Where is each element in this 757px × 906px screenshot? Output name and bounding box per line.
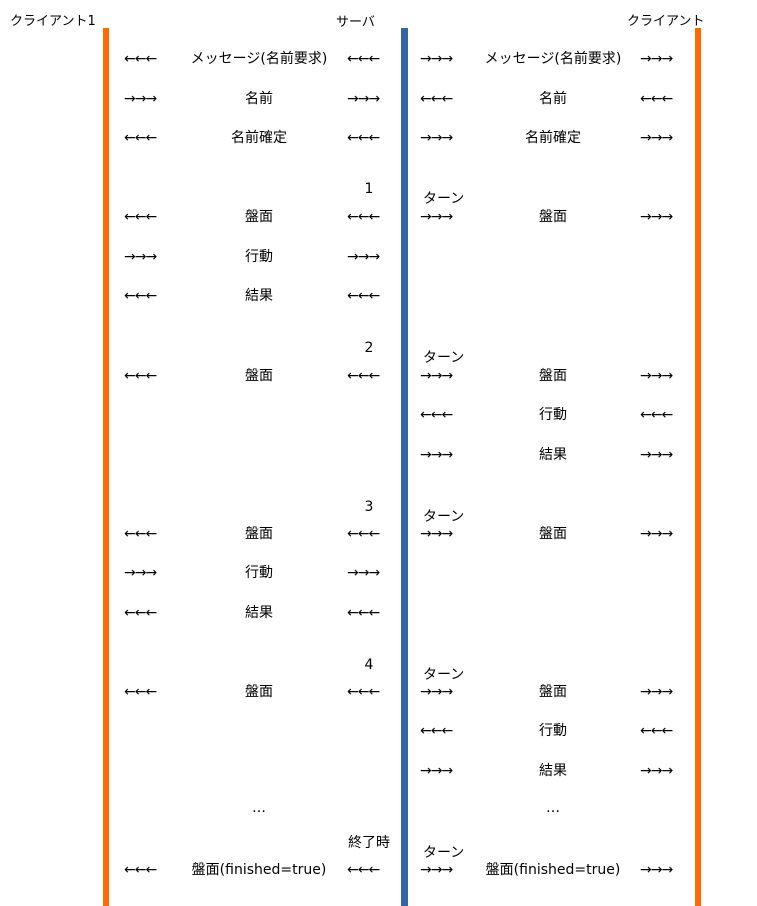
left-arrow-in: →→→ <box>124 91 157 107</box>
left-arrow-in: ←←← <box>124 862 157 878</box>
turn-number: 4 <box>364 657 374 673</box>
left-message: 結果 <box>245 605 273 621</box>
left-arrow-out: →→→ <box>347 249 380 265</box>
right-message: 結果 <box>539 763 567 779</box>
left-arrow-out: ←←← <box>347 368 380 384</box>
left-arrow-in: ←←← <box>124 605 157 621</box>
lane-label-client2: クライアント <box>627 14 705 29</box>
right-message: 盤面(finished=true) <box>485 862 621 878</box>
right-message: 盤面 <box>539 684 567 700</box>
right-arrow-out: ←←← <box>640 723 673 739</box>
left-message: 盤面 <box>245 209 273 225</box>
right-arrow-out: →→→ <box>640 763 673 779</box>
left-message: 盤面 <box>245 526 273 542</box>
left-arrow-in: →→→ <box>124 249 157 265</box>
right-message: 盤面 <box>539 209 567 225</box>
left-message: … <box>252 800 266 816</box>
left-message: 盤面(finished=true) <box>191 862 327 878</box>
turn-number: 1 <box>364 181 374 197</box>
left-arrow-in: ←←← <box>124 130 157 146</box>
right-arrow-in: →→→ <box>420 684 453 700</box>
right-arrow-in: →→→ <box>420 447 453 463</box>
server-lifeline <box>401 28 408 906</box>
left-arrow-out: ←←← <box>347 605 380 621</box>
right-message: 盤面 <box>539 368 567 384</box>
right-arrow-in: →→→ <box>420 763 453 779</box>
left-arrow-in: ←←← <box>124 684 157 700</box>
right-arrow-in: →→→ <box>420 51 453 67</box>
left-arrow-out: ←←← <box>347 862 380 878</box>
right-arrow-in: →→→ <box>420 368 453 384</box>
left-message: 行動 <box>245 249 273 265</box>
turn-number: 2 <box>364 340 374 356</box>
turn-label: ターン <box>423 191 465 207</box>
right-message: 盤面 <box>539 526 567 542</box>
turn-number: 終了時 <box>348 835 390 851</box>
left-arrow-out: →→→ <box>347 565 380 581</box>
left-arrow-out: ←←← <box>347 209 380 225</box>
right-message: 名前確定 <box>525 130 581 146</box>
left-arrow-in: ←←← <box>124 368 157 384</box>
turn-label: ターン <box>423 350 465 366</box>
left-arrow-out: ←←← <box>347 51 380 67</box>
left-message: 名前確定 <box>231 130 287 146</box>
right-arrow-in: →→→ <box>420 209 453 225</box>
right-arrow-out: →→→ <box>640 209 673 225</box>
right-arrow-out: ←←← <box>640 91 673 107</box>
right-arrow-out: →→→ <box>640 526 673 542</box>
left-arrow-out: ←←← <box>347 684 380 700</box>
left-message: 行動 <box>245 565 273 581</box>
left-message: 結果 <box>245 288 273 304</box>
left-arrow-in: ←←← <box>124 526 157 542</box>
lane-label-server: サーバ <box>336 15 375 30</box>
right-arrow-in: →→→ <box>420 862 453 878</box>
left-message: 名前 <box>245 91 273 107</box>
left-message: 盤面 <box>245 368 273 384</box>
right-arrow-out: →→→ <box>640 368 673 384</box>
right-arrow-in: →→→ <box>420 526 453 542</box>
right-message: 行動 <box>539 407 567 423</box>
left-message: 盤面 <box>245 684 273 700</box>
lane-label-client1: クライアント1 <box>10 14 96 29</box>
right-message: メッセージ(名前要求) <box>484 51 622 67</box>
left-arrow-in: →→→ <box>124 565 157 581</box>
client2-lifeline <box>695 28 701 906</box>
right-arrow-out: →→→ <box>640 862 673 878</box>
right-arrow-in: ←←← <box>420 407 453 423</box>
right-message: … <box>546 800 560 816</box>
left-arrow-out: ←←← <box>347 288 380 304</box>
turn-label: ターン <box>423 667 465 683</box>
turn-number: 3 <box>364 499 374 515</box>
right-message: 結果 <box>539 447 567 463</box>
left-arrow-out: ←←← <box>347 526 380 542</box>
left-message: メッセージ(名前要求) <box>190 51 328 67</box>
turn-label: ターン <box>423 845 465 861</box>
right-arrow-out: →→→ <box>640 51 673 67</box>
right-arrow-out: ←←← <box>640 407 673 423</box>
right-arrow-out: →→→ <box>640 130 673 146</box>
left-arrow-in: ←←← <box>124 209 157 225</box>
right-arrow-out: →→→ <box>640 447 673 463</box>
right-arrow-out: →→→ <box>640 684 673 700</box>
left-arrow-in: ←←← <box>124 288 157 304</box>
left-arrow-out: →→→ <box>347 91 380 107</box>
right-arrow-in: ←←← <box>420 91 453 107</box>
right-arrow-in: ←←← <box>420 723 453 739</box>
right-message: 行動 <box>539 723 567 739</box>
right-arrow-in: →→→ <box>420 130 453 146</box>
left-arrow-out: ←←← <box>347 130 380 146</box>
client1-lifeline <box>103 28 109 906</box>
right-message: 名前 <box>539 91 567 107</box>
turn-label: ターン <box>423 509 465 525</box>
left-arrow-in: ←←← <box>124 51 157 67</box>
